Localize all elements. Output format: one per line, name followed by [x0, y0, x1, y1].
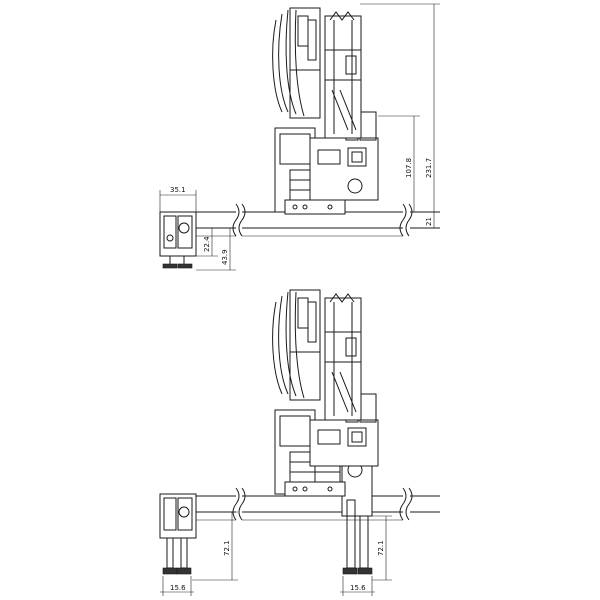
- break-symbol-left: [232, 487, 240, 521]
- break-symbol-right: [399, 203, 407, 237]
- top-hydraulic-hoses: [272, 7, 321, 119]
- break-symbol-right-2: [405, 487, 413, 521]
- dim-foot-left: 15.6: [170, 584, 186, 592]
- bottom-hydraulic-hoses: [272, 289, 321, 401]
- dim-height-mid: 107.8: [405, 158, 413, 178]
- dim-height-total: 231.7: [425, 158, 433, 178]
- bottom-left-outrigger: [159, 493, 197, 575]
- dim-leg-right: 72.1: [377, 540, 385, 556]
- bottom-boom-column: [324, 293, 362, 421]
- top-dimensions: 35.1 22.4 43.9 107.8 231.7 21: [159, 3, 440, 271]
- dim-leg-left: 72.1: [223, 540, 231, 556]
- top-crane-base: [274, 109, 379, 215]
- break-symbol-right: [399, 487, 407, 521]
- top-view: 35.1 22.4 43.9 107.8 231.7 21: [159, 3, 440, 271]
- break-symbol-left-2: [238, 203, 246, 237]
- dim-height-small: 22.4: [203, 236, 211, 252]
- bottom-view: 72.1 72.1 15.6 15.6: [159, 289, 440, 596]
- bottom-crane-base: [274, 391, 379, 497]
- bottom-right-outrigger: [341, 462, 373, 575]
- dim-width-left: 35.1: [170, 186, 186, 194]
- break-symbol-left: [232, 203, 240, 237]
- break-symbol-right-2: [405, 203, 413, 237]
- break-symbol-left-2: [238, 487, 246, 521]
- dim-foot-right: 15.6: [350, 584, 366, 592]
- dim-height-base: 21: [425, 217, 433, 226]
- top-boom-column: [324, 11, 362, 139]
- top-left-outrigger: [159, 211, 197, 269]
- bottom-dimensions: 72.1 72.1 15.6 15.6: [160, 511, 392, 596]
- dim-height-leg: 43.9: [221, 249, 229, 265]
